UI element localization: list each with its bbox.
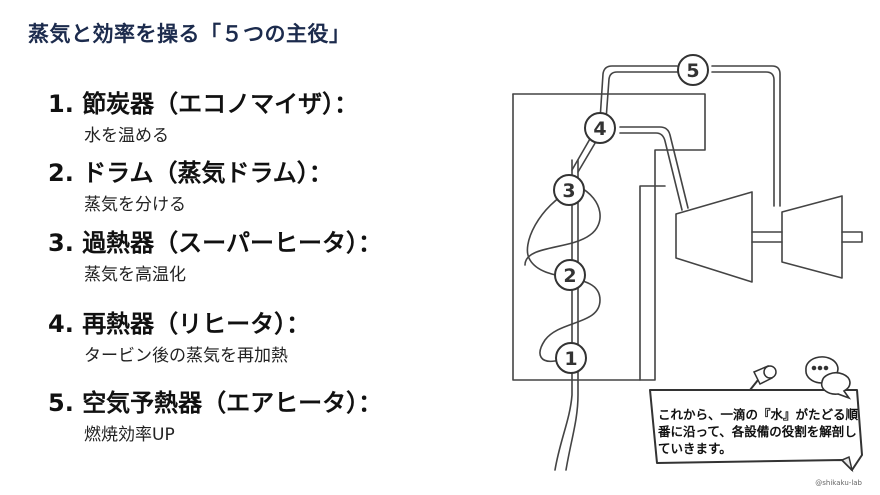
item-desc: 蒸気を高温化 [84,265,186,285]
item-desc: 蒸気を分ける [84,195,186,215]
item-name: 節炭器（エコノマイザ）： [82,90,359,118]
item-desc: タービン後の蒸気を再加熱 [84,346,288,366]
item-name: ドラム（蒸気ドラム）： [82,159,333,187]
item-desc: 燃焼効率UP [84,425,175,445]
turbine-shaft [751,231,863,243]
serpentine-tube [524,185,601,266]
steam-pipe [605,71,678,121]
credit-text: @shikaku-lab [815,479,862,487]
marker-5: 5 [677,54,709,86]
item-number: 4. [48,310,74,338]
water-tube [554,159,573,471]
item-number: 5. [48,389,74,417]
item-name: 空気予熱器（エアヒータ）： [82,389,383,417]
water-tube [565,159,579,471]
list-item: 1. 節炭器（エコノマイザ）： 水を温める [48,84,358,146]
item-name: 過熱器（スーパーヒータ）： [82,229,382,257]
list-item: 2. ドラム（蒸気ドラム）： 蒸気を分ける [48,153,333,215]
chat-bubbles-icon [805,356,852,400]
item-number: 2. [48,159,74,187]
list-item: 4. 再熱器（リヒータ）： タービン後の蒸気を再加熱 [48,304,310,366]
callout-text: これから、一滴の『水』がたどる順番に沿って、各設備の役割を解剖していきます。 [658,407,859,456]
marker-2: 2 [554,259,586,291]
marker-label: 2 [563,265,576,287]
list-item: 3. 過熱器（スーパーヒータ）： 蒸気を高温化 [48,223,382,285]
turbine-hp [675,191,753,283]
marker-4: 4 [584,112,616,144]
marker-3: 3 [553,174,585,206]
steam-pipe [599,65,678,121]
item-number: 1. [48,90,74,118]
marker-1: 1 [555,342,587,374]
item-number: 3. [48,229,74,257]
steam-pipe [619,126,689,209]
boiler-wall [512,93,706,381]
item-name: 再熱器（リヒータ）： [82,310,311,338]
marker-label: 1 [564,348,577,370]
steam-pipe [619,132,683,211]
marker-label: 4 [593,118,606,140]
pushpin-icon [749,364,777,391]
page-title: 蒸気と効率を操る「５つの主役」 [28,22,351,46]
steam-pipe [711,65,781,207]
steam-pipe [711,71,775,207]
marker-label: 3 [562,180,575,202]
list-item: 5. 空気予熱器（エアヒータ）： 燃焼効率UP [48,383,382,445]
callout-box [649,389,863,473]
turbine-lp [781,195,843,279]
marker-label: 5 [686,60,699,82]
item-desc: 水を温める [84,126,169,146]
serpentine-tube [526,189,601,362]
